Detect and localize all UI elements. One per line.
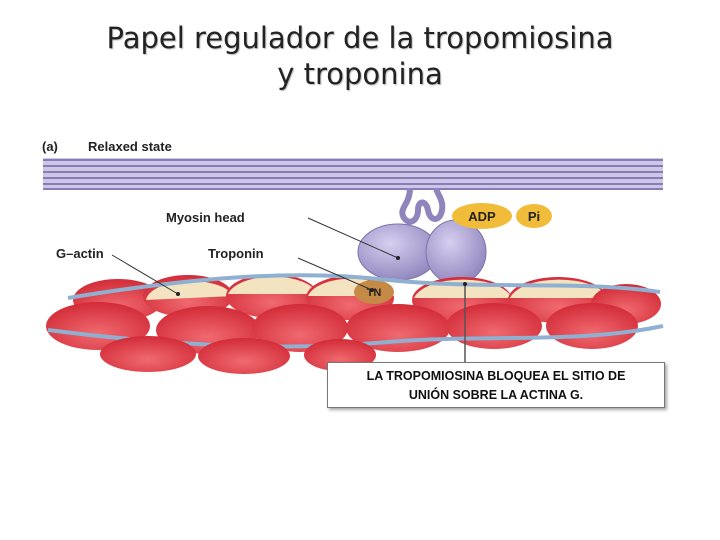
callout-line-2: UNIÓN SOBRE LA ACTINA G. xyxy=(408,388,584,402)
binding-site-dot xyxy=(463,282,467,286)
state-label: Relaxed state xyxy=(88,139,172,154)
troponin-leader xyxy=(297,257,373,291)
title-line-2: y troponina xyxy=(277,57,443,91)
g-actin-dot xyxy=(176,292,180,296)
g-actin-label: G–actin xyxy=(56,246,104,261)
actin-filament: TN xyxy=(46,273,664,374)
myosin-head-dot xyxy=(396,256,400,260)
myosin-neck xyxy=(399,187,446,225)
myosin-head-label: Myosin head xyxy=(166,210,245,225)
panel-label: (a) xyxy=(42,139,58,154)
title-line-1: Papel regulador de la tropomiosina xyxy=(106,21,614,55)
actin-row-back xyxy=(73,274,661,324)
adp-label: ADP xyxy=(468,209,496,224)
troponin-dot xyxy=(370,288,374,292)
troponin-label: Troponin xyxy=(208,246,264,261)
tropomyosin-upper xyxy=(67,273,661,300)
slide-title: Papel regulador de la tropomiosina y tro… xyxy=(0,20,720,92)
pi-label: Pi xyxy=(528,209,540,224)
g-actin-leader xyxy=(111,254,179,295)
pi-badge: Pi xyxy=(516,204,552,228)
tropomyosin-callout: LA TROPOMIOSINA BLOQUEA EL SITIO DE UNIÓ… xyxy=(327,362,665,408)
myosin-head xyxy=(357,219,487,285)
myosin-head-leader xyxy=(307,217,399,259)
sarcomere-diagram: (a) Relaxed state ADP Pi xyxy=(42,139,664,374)
callout-line-1: LA TROPOMIOSINA BLOQUEA EL SITIO DE xyxy=(366,369,626,383)
adp-badge: ADP xyxy=(452,203,512,229)
thick-filament xyxy=(43,158,663,190)
troponin: TN xyxy=(354,280,394,304)
